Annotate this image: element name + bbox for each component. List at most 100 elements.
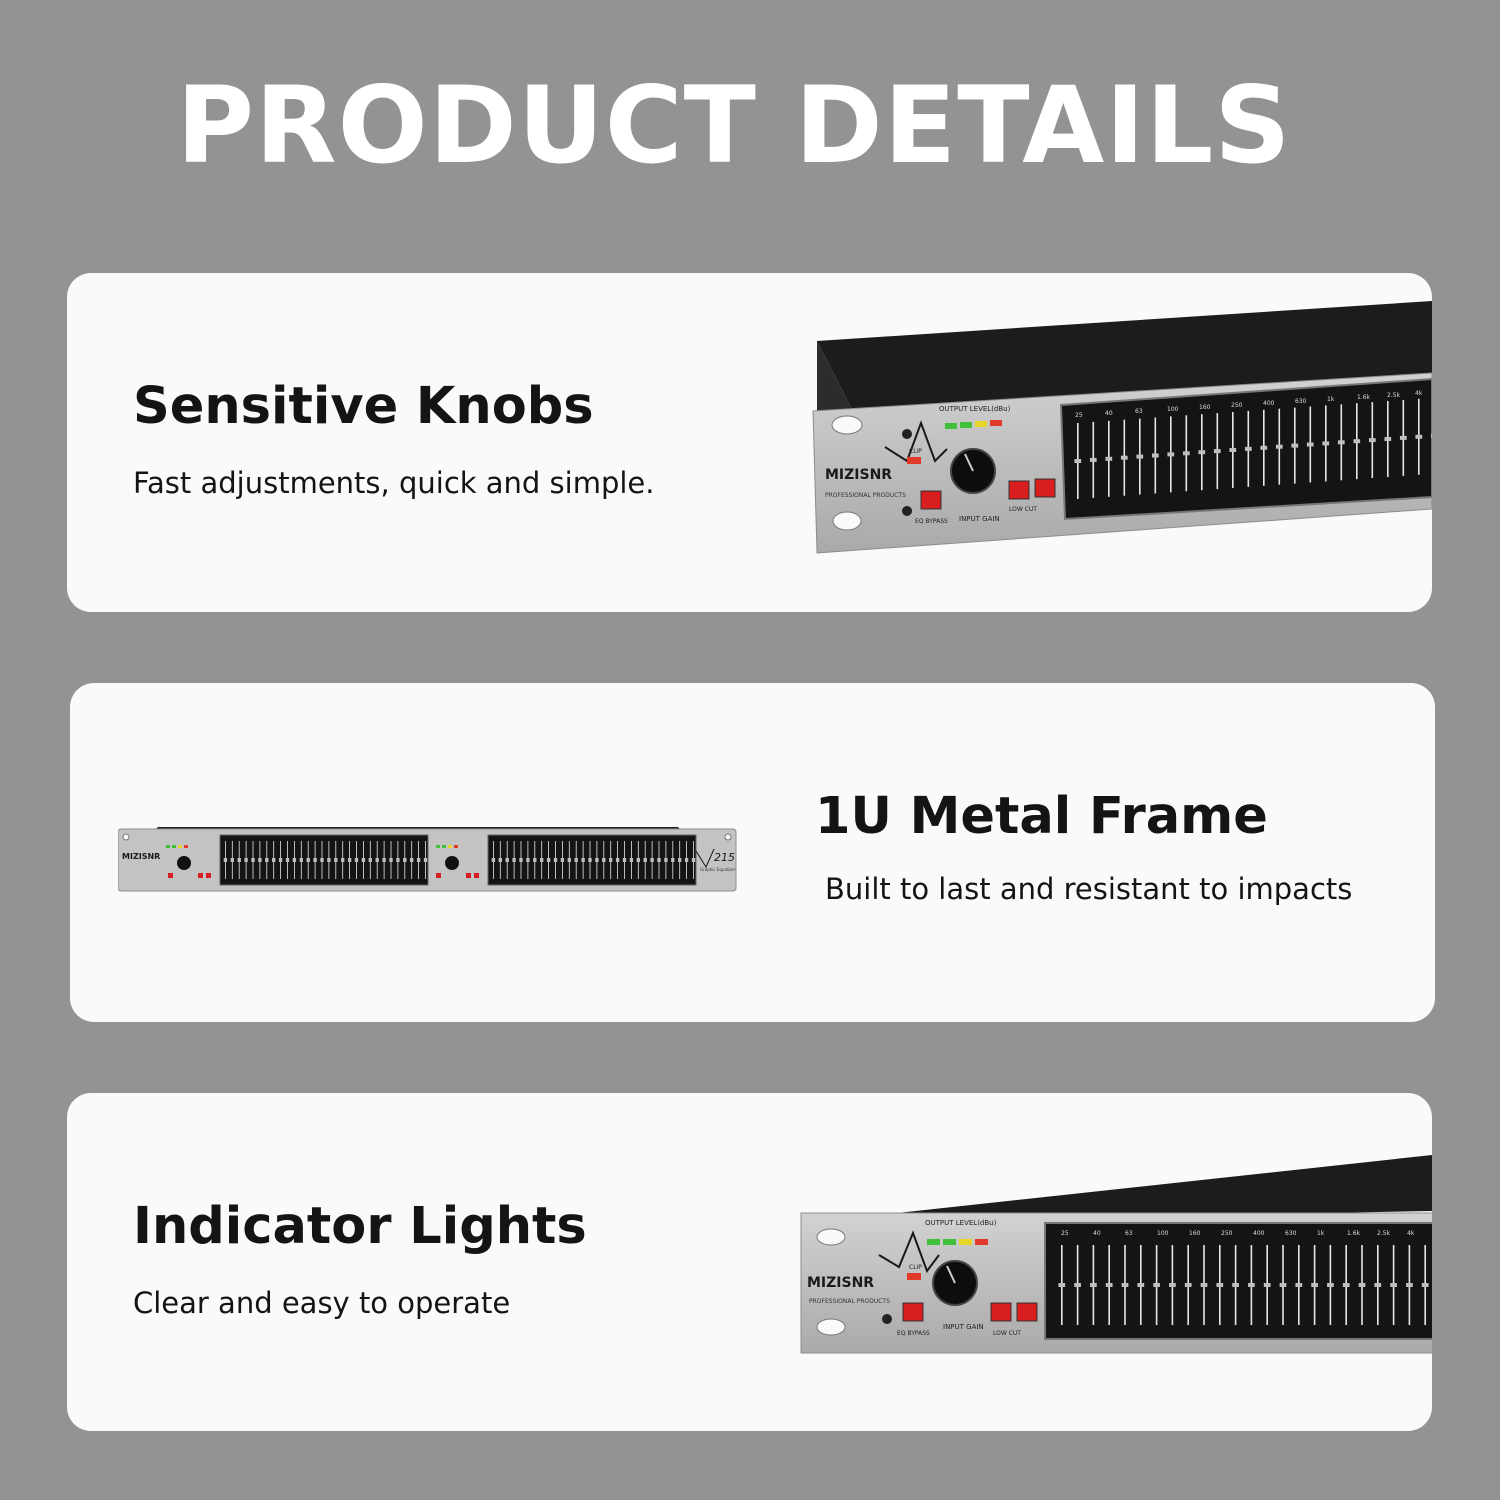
fader-cap[interactable] [636, 858, 640, 862]
fader-cap[interactable] [546, 858, 551, 862]
fader-cap[interactable] [574, 858, 578, 862]
fader-cap[interactable] [650, 858, 654, 862]
fader-cap[interactable] [1384, 437, 1392, 441]
low-cut-button[interactable] [990, 1302, 1012, 1322]
fader-cap[interactable] [1275, 444, 1283, 449]
fader-cap[interactable] [567, 858, 571, 862]
fader-cap[interactable] [519, 858, 523, 862]
fader-bank-left[interactable] [219, 834, 429, 886]
fader-cap[interactable] [1105, 1283, 1113, 1287]
fader-cap[interactable] [1353, 439, 1361, 444]
fader-cap[interactable] [1090, 1283, 1097, 1287]
fader-cap[interactable] [223, 858, 228, 862]
fader-cap[interactable] [1291, 443, 1299, 448]
fader-cap[interactable] [643, 858, 647, 862]
range-button[interactable] [1016, 1302, 1038, 1322]
fader-cap[interactable] [540, 858, 544, 862]
input-gain-knob[interactable] [177, 856, 191, 870]
fader-cap[interactable] [1390, 1283, 1397, 1287]
eq-bypass-button[interactable] [902, 1302, 924, 1322]
fader-cap[interactable] [1074, 1283, 1081, 1287]
fader-cap[interactable] [1306, 442, 1314, 447]
fader-cap[interactable] [1198, 450, 1206, 455]
fader-cap[interactable] [1216, 1283, 1224, 1287]
fader-cap[interactable] [1153, 1283, 1160, 1287]
fader-cap[interactable] [678, 858, 682, 862]
fader-cap[interactable] [684, 858, 689, 862]
fader-cap[interactable] [498, 858, 502, 862]
fader-cap[interactable] [691, 858, 696, 862]
fader-cap[interactable] [671, 858, 675, 862]
low-cut-button[interactable] [1008, 480, 1030, 500]
fader-cap[interactable] [327, 858, 331, 862]
fader-cap[interactable] [615, 858, 620, 862]
fader-cap[interactable] [1374, 1283, 1382, 1287]
fader-cap[interactable] [1311, 1283, 1318, 1287]
fader-cap[interactable] [1368, 438, 1376, 443]
fader-cap[interactable] [533, 858, 537, 862]
fader-cap[interactable] [1337, 440, 1345, 445]
fader-cap[interactable] [320, 858, 324, 862]
fader-cap[interactable] [602, 858, 606, 862]
fader-cap[interactable] [396, 858, 400, 862]
fader-cap[interactable] [1151, 453, 1159, 458]
fader-cap[interactable] [1327, 1283, 1334, 1287]
fader-cap[interactable] [1406, 1283, 1413, 1287]
fader-cap[interactable] [1279, 1283, 1287, 1287]
fader-cap[interactable] [553, 858, 558, 862]
fader-cap[interactable] [1184, 1283, 1192, 1287]
fader-cap[interactable] [375, 858, 379, 862]
fader-cap[interactable] [1167, 452, 1175, 457]
fader-cap[interactable] [1200, 1283, 1208, 1287]
fader-cap[interactable] [1229, 448, 1237, 452]
fader-cap[interactable] [251, 858, 255, 862]
fader-cap[interactable] [265, 858, 269, 862]
fader-cap[interactable] [609, 858, 613, 862]
fader-cap[interactable] [595, 858, 599, 862]
eq-bypass-button[interactable] [436, 873, 441, 878]
fader-cap[interactable] [581, 858, 585, 862]
range-button[interactable] [1034, 478, 1056, 498]
fader-cap[interactable] [361, 858, 366, 862]
fader-cap[interactable] [1342, 1283, 1350, 1287]
fader-cap[interactable] [272, 858, 276, 862]
fader-cap[interactable] [1421, 1283, 1429, 1287]
fader-cap[interactable] [244, 858, 248, 862]
fader-cap[interactable] [416, 858, 421, 862]
fader-cap[interactable] [1121, 1283, 1129, 1287]
fader-cap[interactable] [1399, 435, 1407, 440]
fader-cap[interactable] [526, 858, 530, 862]
fader-cap[interactable] [512, 858, 516, 862]
fader-cap[interactable] [1105, 456, 1113, 461]
fader-cap[interactable] [354, 858, 359, 862]
fader-cap[interactable] [1358, 1283, 1366, 1287]
input-gain-knob[interactable] [445, 856, 459, 870]
low-cut-button[interactable] [466, 873, 471, 878]
fader-cap[interactable] [306, 858, 310, 862]
fader-cap[interactable] [423, 858, 428, 862]
eq-bypass-button[interactable] [168, 873, 173, 878]
fader-cap[interactable] [382, 858, 386, 862]
fader-cap[interactable] [1430, 433, 1432, 438]
fader-cap[interactable] [1137, 1283, 1145, 1287]
low-cut-button[interactable] [198, 873, 203, 878]
fader-cap[interactable] [657, 858, 661, 862]
fader-cap[interactable] [410, 858, 414, 862]
fader-cap[interactable] [491, 858, 496, 862]
fader-cap[interactable] [1248, 1283, 1255, 1287]
fader-cap[interactable] [1244, 446, 1252, 451]
fader-cap[interactable] [1322, 441, 1330, 446]
range-button[interactable] [474, 873, 479, 878]
fader-cap[interactable] [334, 858, 338, 862]
fader-cap[interactable] [292, 858, 297, 862]
fader-cap[interactable] [237, 858, 241, 862]
fader-cap[interactable] [313, 858, 317, 862]
range-button[interactable] [206, 873, 211, 878]
fader-cap[interactable] [258, 858, 262, 862]
fader-cap[interactable] [347, 858, 352, 862]
fader-cap[interactable] [341, 858, 345, 862]
fader-cap[interactable] [664, 858, 668, 862]
fader-cap[interactable] [1120, 455, 1128, 460]
fader-cap[interactable] [230, 858, 234, 862]
fader-cap[interactable] [285, 858, 290, 862]
